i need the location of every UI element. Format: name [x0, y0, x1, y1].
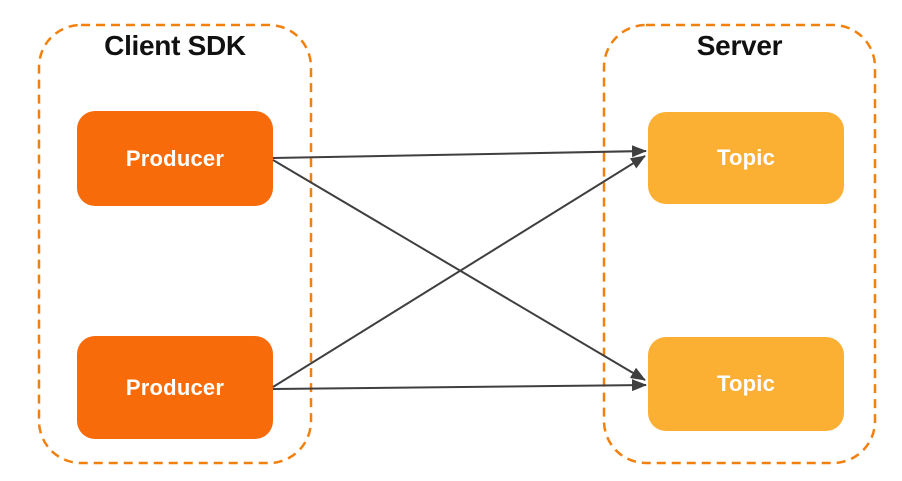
topic-node-1: Topic — [648, 112, 844, 204]
topic-node-2: Topic — [648, 337, 844, 431]
producer-node-1: Producer — [77, 111, 273, 206]
server-group-title: Server — [696, 30, 783, 61]
arrow-producer2-to-topic1 — [272, 155, 646, 388]
arrow-producer1-to-topic2 — [272, 159, 646, 381]
arrow-producer2-to-topic2 — [272, 379, 647, 392]
client-sdk-group-title: Client SDK — [104, 30, 246, 61]
producer-node-2: Producer — [77, 336, 273, 439]
arrow-producer1-to-topic1 — [272, 145, 647, 159]
